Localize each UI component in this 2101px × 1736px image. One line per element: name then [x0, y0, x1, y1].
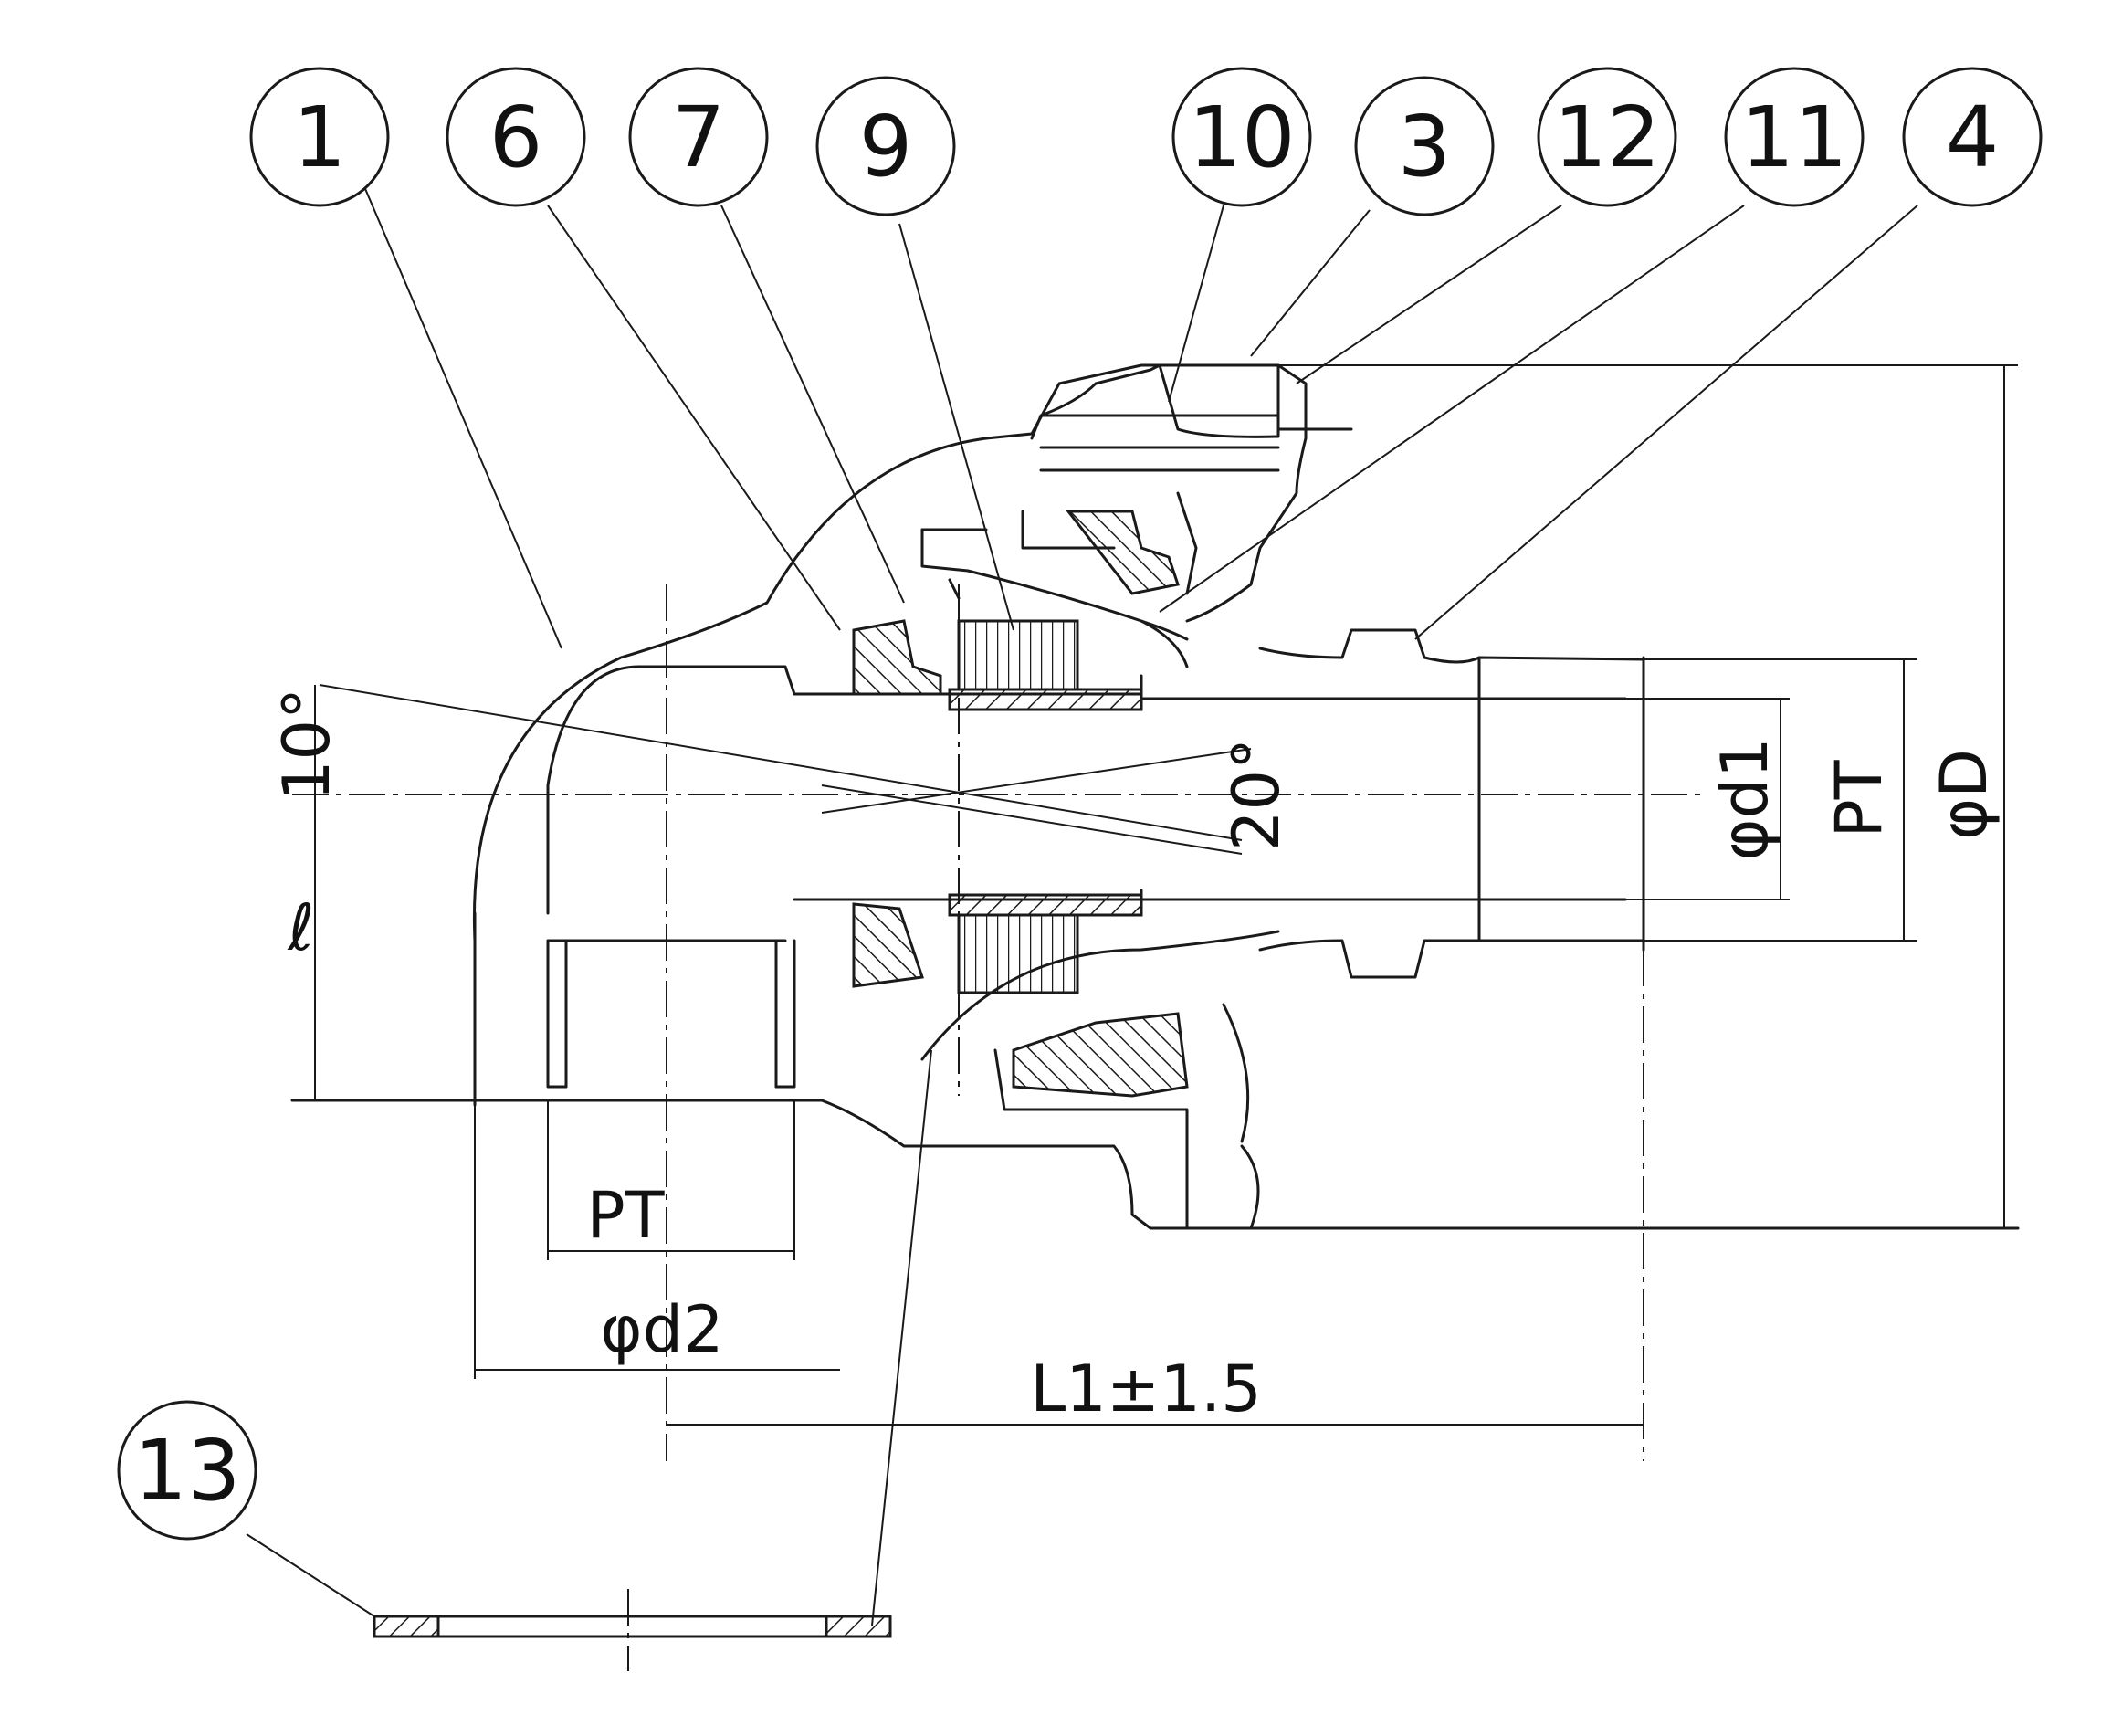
dimension-lines — [314, 364, 2018, 1426]
hatched-parts — [373, 510, 1189, 1638]
dim-l1: L1±1.5 — [1030, 1352, 1262, 1426]
dim-pt-outlet: PT — [1822, 760, 1896, 837]
dim-angle-10: 10° — [269, 688, 344, 801]
balloon-label: 9 — [859, 98, 913, 195]
balloon-4: 4 — [1902, 67, 2043, 207]
balloon-9: 9 — [815, 76, 956, 216]
dim-d2: φd2 — [600, 1292, 723, 1367]
dim-length-l: ℓ — [288, 890, 315, 965]
dim-D: φD — [1927, 749, 2001, 840]
balloon-label: 7 — [672, 89, 726, 186]
balloon-3: 3 — [1354, 76, 1495, 216]
balloon-label: 10 — [1188, 89, 1295, 186]
balloon-label: 3 — [1398, 98, 1452, 195]
gasket-hatch-left — [373, 1615, 440, 1638]
grip-ring-upper — [957, 619, 1079, 691]
balloon-13: 13 — [117, 1400, 257, 1541]
balloon-11: 11 — [1724, 67, 1865, 207]
packing-lower — [1012, 1012, 1189, 1098]
grip-ring-lower — [957, 913, 1079, 994]
sleeve-lower — [948, 893, 1143, 917]
balloon-label: 13 — [133, 1422, 240, 1520]
balloon-6: 6 — [446, 67, 586, 207]
seal-ring-lower — [852, 902, 924, 988]
packing-upper — [1065, 510, 1180, 595]
leader-lines — [246, 177, 1918, 1626]
sleeve-upper — [948, 688, 1143, 711]
dim-pt-inlet: PT — [587, 1178, 665, 1253]
balloon-12: 12 — [1537, 67, 1677, 207]
center-lines — [292, 584, 1707, 1671]
dim-d1: φd1 — [1707, 737, 1782, 860]
balloon-label: 11 — [1740, 89, 1847, 186]
balloon-label: 1 — [293, 89, 347, 186]
gasket-outline — [373, 1615, 892, 1638]
balloon-7: 7 — [628, 67, 769, 207]
balloon-1: 1 — [249, 67, 390, 207]
dim-angle-20: 20° — [1219, 738, 1294, 851]
balloon-label: 6 — [489, 89, 543, 186]
seal-ring-upper — [852, 619, 942, 696]
balloon-label: 12 — [1553, 89, 1660, 186]
balloon-10: 10 — [1171, 67, 1312, 207]
balloon-label: 4 — [1946, 89, 2000, 186]
gasket-hatch-right — [825, 1615, 892, 1638]
